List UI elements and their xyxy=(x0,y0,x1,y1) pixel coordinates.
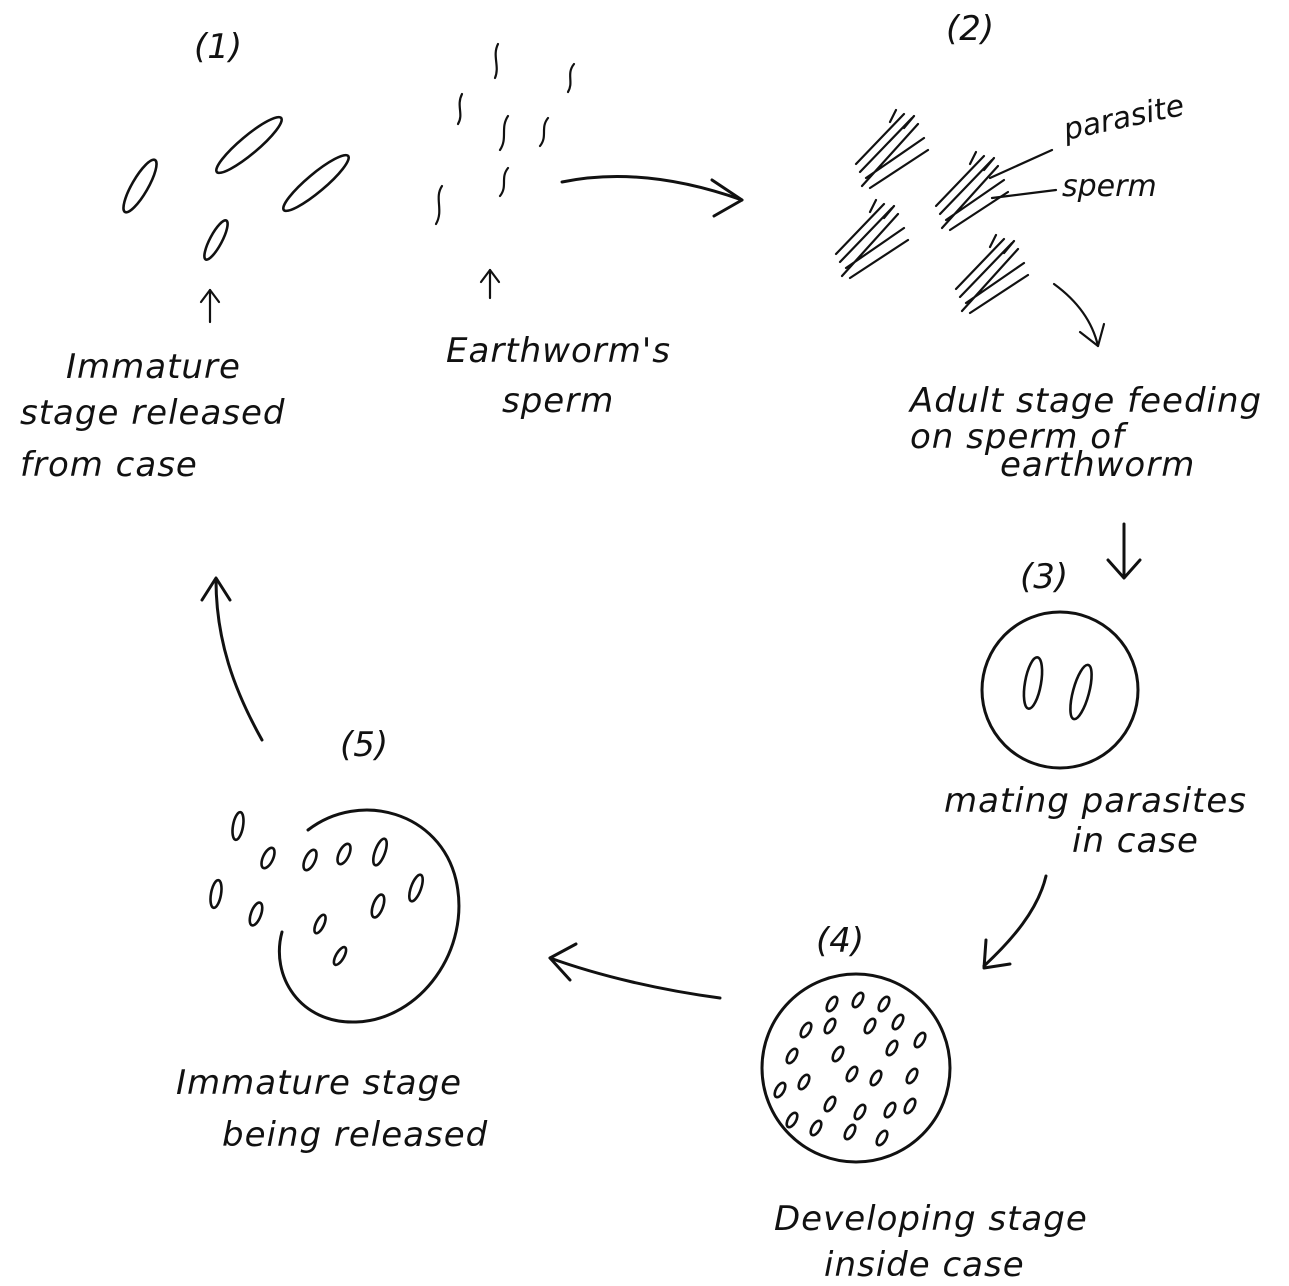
parasite-on-sperm xyxy=(956,235,1028,313)
open-case-outline xyxy=(279,810,459,1022)
pointer-arrow-to-stage-2-label xyxy=(1054,284,1104,346)
parasite-on-sperm xyxy=(936,152,1008,230)
stage-5-label: Immature stage being released xyxy=(176,1063,488,1155)
arrow-stage-2-to-3 xyxy=(1108,524,1140,578)
stage-1-immature-forms xyxy=(118,111,354,262)
immature-form xyxy=(278,149,354,217)
stage-2-label: Adult stage feeding on sperm of earthwor… xyxy=(908,381,1274,485)
stage-1-label: Immature stage released from case xyxy=(20,347,297,485)
stage-1-number: (1) xyxy=(194,27,242,67)
released-forms xyxy=(209,811,426,966)
case-outline xyxy=(982,612,1138,768)
mating-parasite xyxy=(1066,663,1096,721)
stage-4-case xyxy=(762,974,950,1162)
sperm-pointer-arrow xyxy=(481,270,499,298)
adult-parasites-feeding xyxy=(836,110,1028,313)
immature-form xyxy=(200,218,231,262)
stage-3-case xyxy=(982,612,1138,768)
callout-lines xyxy=(990,150,1056,198)
mating-parasite xyxy=(1021,656,1046,710)
arrow-stage-5-to-1 xyxy=(202,578,262,740)
stage-3-label: mating parasites in case xyxy=(944,781,1259,861)
callout-parasite: parasite xyxy=(1059,88,1187,148)
immature-form xyxy=(118,156,162,216)
stage-1-pointer-arrow xyxy=(201,290,219,322)
parasite-on-sperm xyxy=(836,200,908,278)
developing-forms xyxy=(773,991,928,1147)
immature-form xyxy=(211,111,287,179)
stage-4-label: Developing stage inside case xyxy=(774,1199,1100,1285)
arrow-stage-1-to-2 xyxy=(562,176,742,216)
stage-4-number: (4) xyxy=(816,921,864,961)
parasite-on-sperm xyxy=(856,110,928,188)
earthworm-sperm-squiggles xyxy=(436,44,574,224)
arrow-stage-4-to-5 xyxy=(550,944,720,998)
sperm-label: Earthworm's sperm xyxy=(446,331,683,421)
callout-sperm: sperm xyxy=(1062,169,1157,204)
arrow-stage-3-to-4 xyxy=(984,876,1046,968)
stage-3-number: (3) xyxy=(1020,557,1068,597)
stage-5-case xyxy=(209,810,459,1022)
stage-2-number: (2) xyxy=(946,9,994,49)
stage-5-number: (5) xyxy=(340,725,388,765)
